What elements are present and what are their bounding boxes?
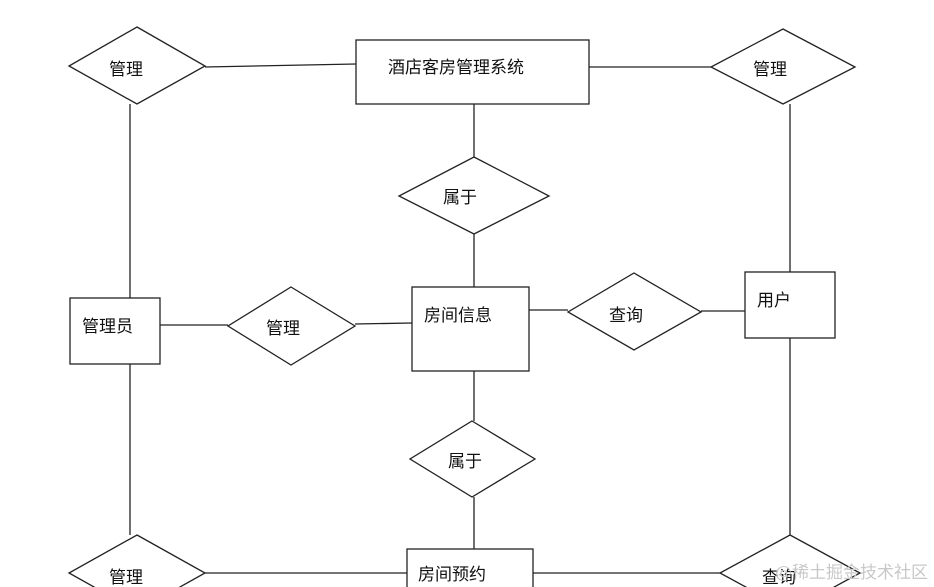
entity-room-info-box — [411, 286, 530, 372]
relation-manage-tl-label: 管理 — [109, 60, 143, 80]
entity-system-box — [355, 39, 590, 105]
entity-admin-box — [69, 297, 161, 365]
entity-user-box — [744, 271, 836, 339]
relation-manage-mid-label: 管理 — [266, 319, 300, 339]
relation-query-mid-label: 查询 — [609, 306, 643, 326]
relation-query-mid-diamond — [566, 272, 703, 351]
relation-manage-bl-label: 管理 — [109, 568, 143, 587]
relation-manage-tr-label: 管理 — [753, 60, 787, 80]
relation-manage-bl-diamond — [67, 534, 207, 587]
watermark: @稀土掘金技术社区 — [775, 563, 928, 583]
entity-system-label: 酒店客房管理系统 — [388, 58, 524, 78]
relation-query-br-diamond — [718, 534, 862, 587]
entity-admin-label: 管理员 — [82, 317, 133, 337]
entity-room-info-label: 房间信息 — [424, 306, 492, 326]
relation-belongs-bottom-label: 属于 — [448, 452, 482, 472]
entity-user-label: 用户 — [757, 291, 791, 311]
relation-manage-tl-diamond — [67, 26, 207, 105]
relation-belongs-bottom-diamond — [408, 420, 537, 498]
relation-query-br-label: 查询 — [762, 568, 796, 587]
line-manage-mid-to-roominfo — [354, 322, 413, 325]
relation-belongs-top-diamond — [397, 156, 551, 235]
entity-room-booking-label: 房间预约 — [418, 565, 486, 585]
relation-manage-mid-diamond — [226, 286, 357, 366]
line-manage-tl-to-system — [204, 63, 357, 68]
relation-manage-tr-diamond — [709, 28, 857, 105]
relation-belongs-top-label: 属于 — [443, 188, 477, 208]
entity-room-booking-box — [406, 548, 534, 587]
